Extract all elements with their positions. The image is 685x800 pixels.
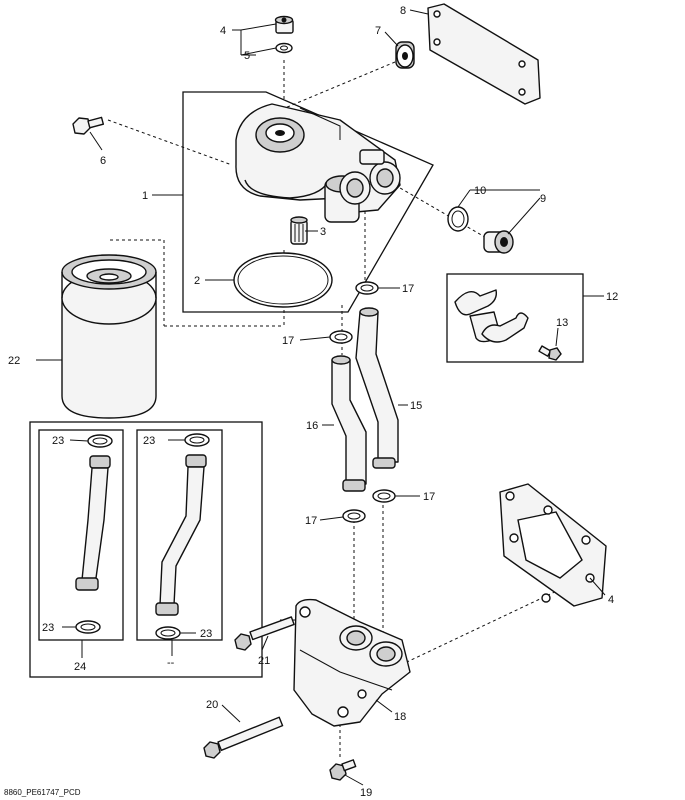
callout-19: 19 [360,787,372,799]
callout-1: 1 [142,190,148,202]
bolt-21 [234,616,295,651]
callout-12: 12 [606,291,618,303]
callout-23-a: 23 [52,435,64,447]
seal-ring-17-a [355,281,379,295]
seal-ring-17-d [342,509,366,523]
filter-head-group-frame [182,91,434,313]
callouts: 4 5 6 7 8 1 3 2 10 9 12 13 17 17 15 16 1… [8,5,618,799]
callout-23-d: 23 [200,628,212,640]
tube-15 [355,307,399,469]
plug-4 [274,15,294,34]
leader-lines [36,9,606,786]
callout-21: 21 [258,655,270,667]
callout-8: 8 [400,5,406,17]
callout-5: 5 [244,50,250,62]
gasket-4 [499,483,607,607]
filter-22 [61,254,157,419]
tube-kit-frame [29,421,263,678]
clip-12 [454,289,529,343]
callout-10: 10 [474,185,486,197]
washer-5 [275,42,293,54]
image-code: 8860_PE61747_PCD [4,788,81,797]
bolt-6 [72,116,105,135]
callout-16: 16 [306,420,318,432]
callout-3: 3 [320,226,326,238]
callout-23-c: 23 [42,622,54,634]
callout-24: 24 [74,661,86,673]
callout-6: 6 [100,155,106,167]
callout-20: 20 [206,699,218,711]
callout-17-d: 17 [305,515,317,527]
callout-7: 7 [375,25,381,37]
callout-4-gasket: 4 [608,594,614,606]
bolt-19 [329,759,357,781]
seal-ring-17-c [372,489,396,503]
tube-kit-25 [155,433,210,640]
spacer-7 [395,41,415,69]
filter-head-1 [235,103,401,223]
bolt-20 [203,716,284,759]
plate-8 [427,3,541,105]
callout-4-plug: 4 [220,25,226,37]
screw-13 [538,345,562,361]
mounting-bracket-18 [293,598,411,727]
callout-17-c: 17 [423,491,435,503]
callout-17-b: 17 [282,335,294,347]
tube-kit-right-box [136,429,223,641]
tube-kit-left-box [38,429,124,641]
callout-23-b: 23 [143,435,155,447]
callout-22: 22 [8,355,20,367]
callout-9: 9 [540,193,546,205]
callout-18: 18 [394,711,406,723]
callout-17-a: 17 [402,283,414,295]
callout-2: 2 [194,275,200,287]
tube-16 [331,355,367,492]
callout-15: 15 [410,400,422,412]
seal-ring-17-b [329,330,353,344]
o-ring-2 [233,252,333,308]
element-3 [290,216,308,245]
seal-10 [447,206,469,232]
callout-25: -- [167,657,175,669]
fitting-9 [483,230,514,254]
tube-kit-24 [75,434,113,634]
clip-group-frame [446,273,584,363]
callout-13: 13 [556,317,568,329]
